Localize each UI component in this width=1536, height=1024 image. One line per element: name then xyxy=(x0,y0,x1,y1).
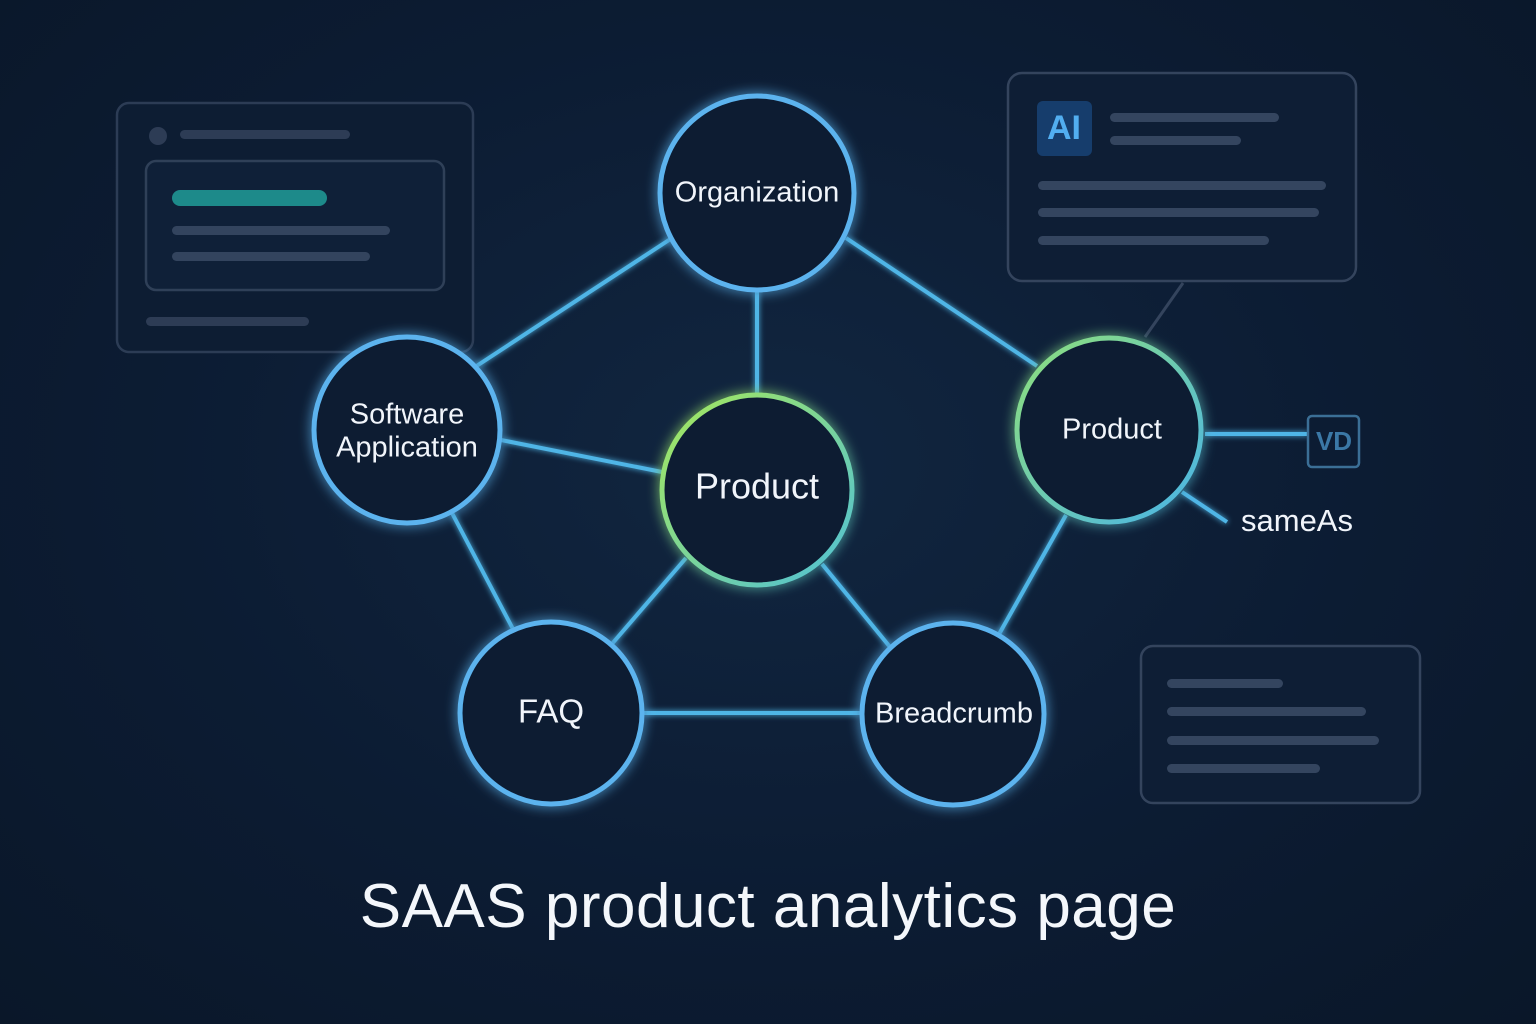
node-product-right-label: Product xyxy=(1062,414,1162,446)
edge-center-breadcrumb xyxy=(820,562,892,649)
panel-line xyxy=(1167,679,1283,688)
panel-line xyxy=(1038,181,1326,190)
ai-badge xyxy=(1037,101,1092,156)
edge-center-faq xyxy=(609,556,688,647)
panel-inner-card xyxy=(144,159,446,292)
node-organization[interactable]: Organization xyxy=(657,93,857,293)
ai-badge-label: AI xyxy=(1047,109,1081,147)
edge-product-right-sameas xyxy=(1180,490,1229,524)
top-right-panel: AI xyxy=(1006,71,1358,338)
edges xyxy=(450,236,1308,715)
node-faq[interactable]: FAQ xyxy=(457,619,645,807)
edge-organization-product-right xyxy=(844,236,1039,368)
panel-line xyxy=(1110,136,1241,145)
vd-badge-label: VD xyxy=(1316,426,1352,456)
panel-line xyxy=(180,130,350,139)
node-organization-label: Organization xyxy=(675,177,839,209)
panel-line xyxy=(1038,236,1269,245)
edge-organization-software xyxy=(473,236,674,369)
panel-dot-icon xyxy=(149,127,167,145)
node-software-application-label-line1: Software xyxy=(350,399,464,431)
node-faq-label: FAQ xyxy=(518,693,584,730)
vd-badge: VD xyxy=(1306,414,1361,469)
panel-line xyxy=(1038,208,1319,217)
panel-line xyxy=(146,317,309,326)
panel-line xyxy=(1167,736,1379,745)
panel-accent-line xyxy=(172,190,327,206)
node-software-application-label-line2: Application xyxy=(336,432,478,464)
node-breadcrumb[interactable]: Breadcrumb xyxy=(859,620,1047,808)
panel-line xyxy=(1167,707,1366,716)
panel-line xyxy=(1167,764,1320,773)
bottom-right-panel xyxy=(1139,644,1422,805)
node-product-center[interactable]: Product xyxy=(659,392,855,588)
panel-line xyxy=(172,226,390,235)
panel-line xyxy=(172,252,370,261)
top-left-panel xyxy=(115,101,475,354)
node-product-right[interactable]: Product xyxy=(1014,335,1204,525)
same-as-label: sameAs xyxy=(1241,503,1353,538)
panel-connector xyxy=(1143,282,1185,338)
panel-line xyxy=(1110,113,1279,122)
edge-software-faq xyxy=(450,512,516,632)
edge-software-center xyxy=(500,438,663,474)
page-caption: SAAS product analytics page xyxy=(359,872,1177,941)
edge-product-right-breadcrumb xyxy=(996,514,1068,637)
node-breadcrumb-label: Breadcrumb xyxy=(875,698,1033,730)
node-product-center-label: Product xyxy=(695,466,819,507)
node-software-application[interactable]: Software Application xyxy=(311,334,503,526)
